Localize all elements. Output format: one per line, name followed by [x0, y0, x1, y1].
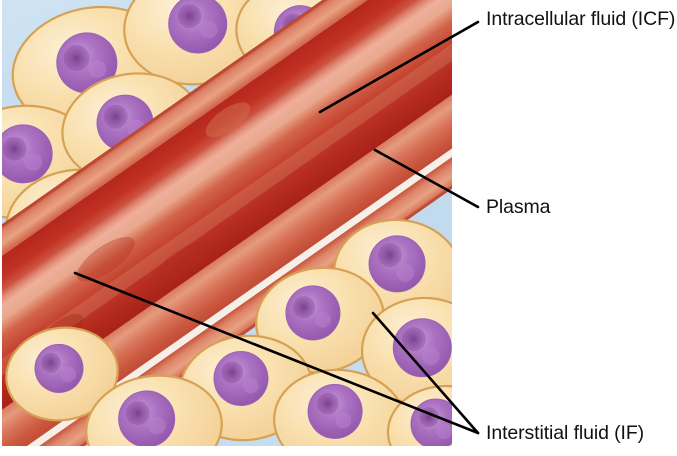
label-plasma: Plasma — [486, 196, 551, 218]
nucleus — [56, 32, 118, 94]
label-intracellular-fluid: Intracellular fluid (ICF) — [486, 8, 676, 30]
label-interstitial-fluid: Interstitial fluid (IF) — [486, 422, 645, 444]
nucleus — [2, 124, 53, 184]
plasma-cell-bump — [76, 236, 135, 282]
vessel-wall-upper — [2, 0, 448, 335]
illustration-panel — [2, 0, 452, 446]
illustration-svg — [2, 0, 452, 446]
nucleus — [168, 0, 228, 54]
plasma-cell-bump — [205, 102, 251, 138]
nucleus — [34, 343, 84, 393]
